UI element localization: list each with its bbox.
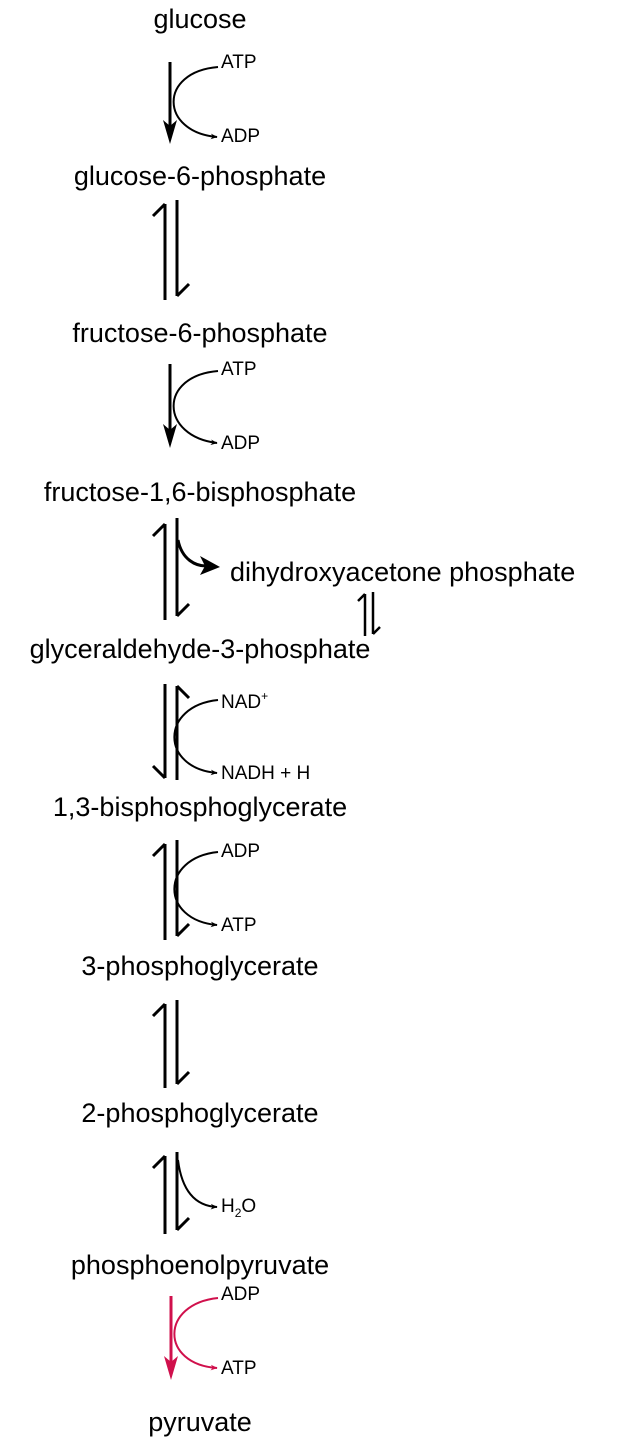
step1-arrow — [163, 62, 219, 144]
cofactor-step3-adp: ADP — [221, 433, 261, 454]
step2-equilibrium-arrow — [151, 200, 191, 300]
step6-equilibrium-arrow — [151, 684, 219, 780]
step9-equilibrium-arrow — [151, 1152, 218, 1234]
step4-equilibrium-arrow — [151, 518, 220, 620]
compound-3-phosphoglycerate: 3-phosphoglycerate — [81, 951, 319, 981]
compound-1-3-bisphosphoglycerate: 1,3-bisphosphoglycerate — [52, 792, 348, 822]
compound-glyceraldehyde-3-phosphate: glyceraldehyde-3-phosphate — [29, 634, 371, 664]
step3-arrow — [163, 364, 219, 448]
compound-fructose-1-6-bisphosphate: fructose-1,6-bisphosphate — [43, 477, 357, 507]
compound-fructose-6-phosphate: fructose-6-phosphate — [72, 318, 328, 348]
cofactor-step9-water-sub: 2 — [234, 1206, 242, 1220]
cofactor-step1-atp: ATP — [221, 52, 257, 73]
compound-pyruvate: pyruvate — [148, 1407, 252, 1437]
compound-dihydroxyacetone-phosphate: dihydroxyacetone phosphate — [230, 557, 576, 587]
step7-equilibrium-arrow — [151, 840, 219, 940]
cofactor-step7-atp: ATP — [221, 915, 257, 936]
compound-phosphoenolpyruvate: phosphoenolpyruvate — [70, 1250, 330, 1280]
cofactor-step1-adp: ADP — [221, 126, 261, 147]
cofactor-step6-nad: NAD+ — [221, 689, 269, 714]
cofactor-step9-water-o: O — [241, 1196, 257, 1217]
cofactor-step7-adp: ADP — [221, 841, 261, 862]
cofactor-step6-nad-base: NAD — [221, 692, 262, 713]
compound-glucose: glucose — [153, 4, 247, 34]
cofactor-step10-adp: ADP — [221, 1284, 261, 1305]
step5-equilibrium-arrow — [357, 592, 381, 636]
cofactor-step10-atp: ATP — [221, 1358, 257, 1379]
cofactor-step9-water-h: H — [221, 1196, 235, 1217]
step8-equilibrium-arrow — [151, 1000, 191, 1088]
compound-glucose-6-phosphate: glucose-6-phosphate — [73, 161, 327, 191]
cofactor-step6-nadh: NADH + H — [221, 763, 311, 784]
cofactor-step9-water: H2O — [221, 1196, 257, 1220]
cofactor-step6-nad-charge: + — [261, 689, 269, 703]
cofactor-step3-atp: ATP — [221, 359, 257, 380]
step10-arrow — [164, 1296, 219, 1380]
compound-2-phosphoglycerate: 2-phosphoglycerate — [81, 1098, 319, 1128]
